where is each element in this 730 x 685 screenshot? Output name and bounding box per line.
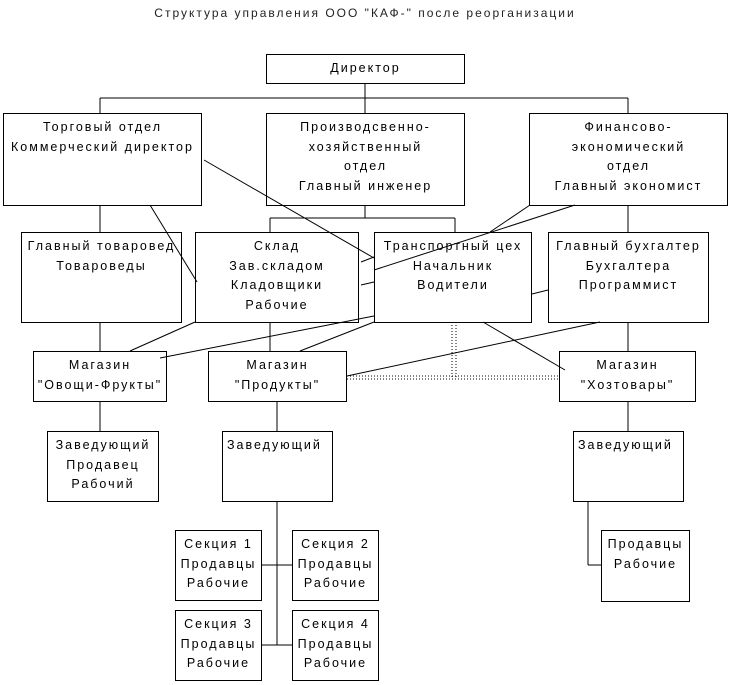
node-shop1-staff: Заведующий Продавец Рабочий	[47, 431, 159, 502]
node-section-4: Секция 4 Продавцы Рабочие	[292, 610, 379, 681]
node-finance-department: Финансово- экономический отдел Главный э…	[529, 113, 728, 206]
node-section-1: Секция 1 Продавцы Рабочие	[175, 530, 262, 601]
node-section-2: Секция 2 Продавцы Рабочие	[292, 530, 379, 601]
node-shop-vegetables: Магазин "Овощи-Фрукты"	[33, 351, 167, 402]
node-shop2-staff: Заведующий	[222, 431, 333, 502]
node-shop-products: Магазин "Продукты"	[208, 351, 347, 402]
node-transport: Транспортный цех Начальник Водители	[374, 232, 532, 323]
node-shop3-sellers: Продавцы Рабочие	[601, 530, 690, 602]
node-shop-household: Магазин "Хозтовары"	[559, 351, 696, 402]
node-trade-department: Торговый отдел Коммерческий директор	[3, 113, 202, 206]
diagram-title: Структура управления ООО "КАФ-" после ре…	[154, 6, 576, 20]
node-chief-merchandiser: Главный товаровед Товароведы	[21, 232, 182, 323]
node-director: Директор	[266, 54, 465, 84]
node-section-3: Секция 3 Продавцы Рабочие	[175, 610, 262, 681]
node-chief-accountant: Главный бухгалтер Бухгалтера Программист	[548, 232, 709, 323]
node-shop3-staff: Заведующий	[573, 431, 684, 502]
node-warehouse: Склад Зав.складом Кладовщики Рабочие	[195, 232, 359, 323]
node-production-department: Производсвенно- хозяйственный отдел Глав…	[266, 113, 465, 206]
